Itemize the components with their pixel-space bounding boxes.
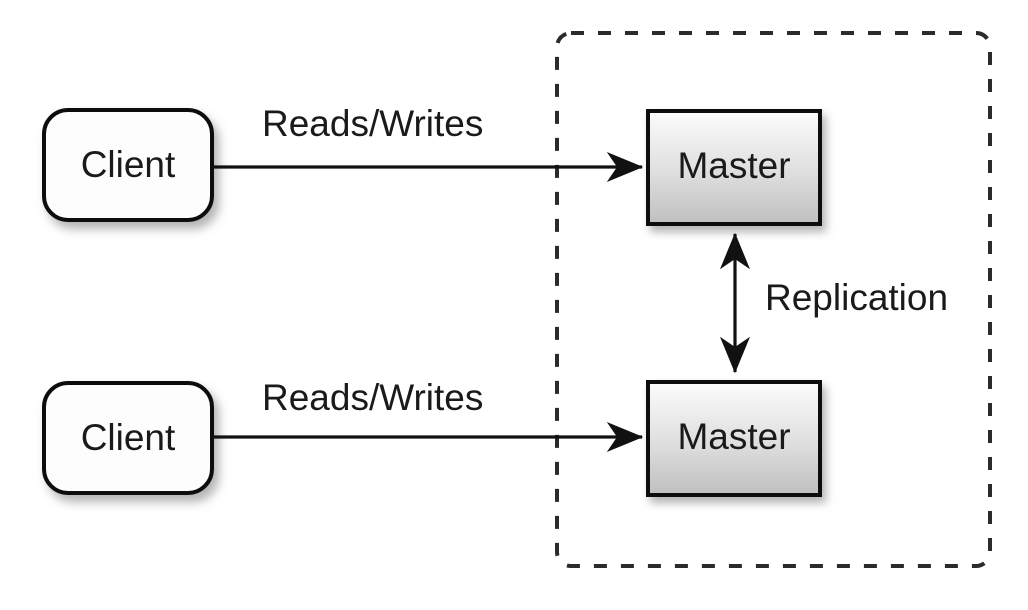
node-master-bottom[interactable]: Master: [646, 380, 822, 497]
client-top-shape: [42, 108, 214, 222]
replication-group-boundary: [555, 31, 992, 568]
node-client-top[interactable]: Client: [42, 108, 214, 222]
edge-replication: Replication: [719, 232, 948, 374]
master-bottom-label: Master: [677, 416, 790, 457]
master-bottom-shape: [646, 380, 822, 497]
node-master-top[interactable]: Master: [646, 109, 822, 226]
master-top-label: Master: [677, 145, 790, 186]
client-top-label: Client: [81, 144, 176, 185]
client-bottom-label: Client: [81, 417, 176, 458]
edge-reads-writes-bottom: Reads/Writes: [212, 377, 644, 453]
edge-replication-label: Replication: [765, 277, 948, 318]
edge-bottom-label: Reads/Writes: [262, 377, 483, 418]
node-client-bottom[interactable]: Client: [42, 381, 214, 495]
edge-reads-writes-top: Reads/Writes: [212, 103, 644, 183]
edge-top-label: Reads/Writes: [262, 103, 483, 144]
master-top-shape: [646, 109, 822, 226]
